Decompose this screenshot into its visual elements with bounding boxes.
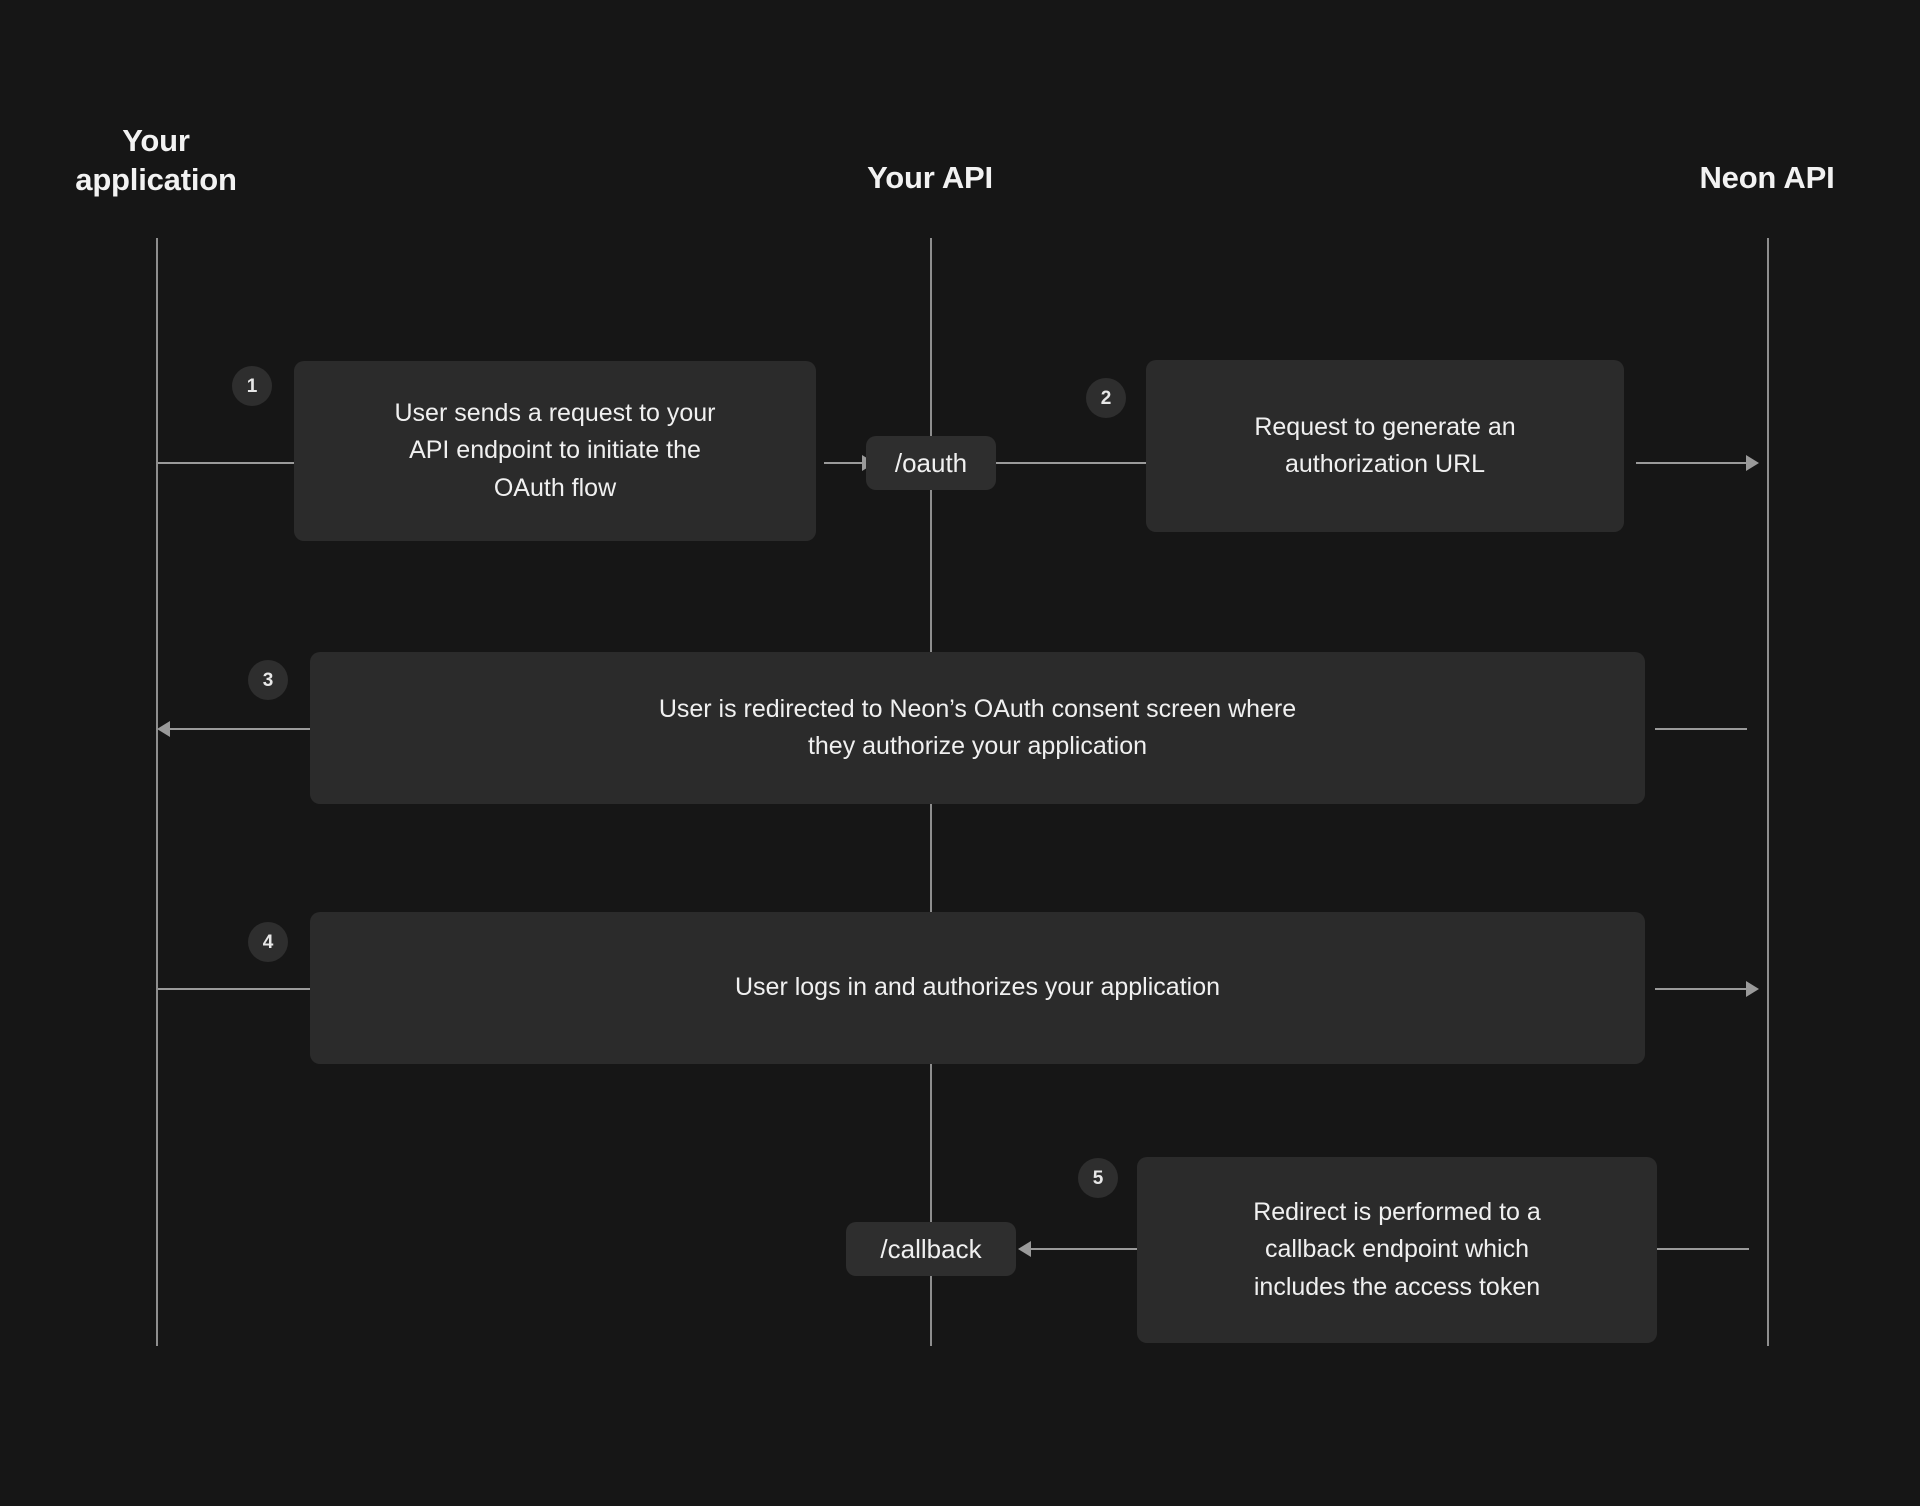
message-box-3: User is redirected to Neon’s OAuth conse… [310,652,1645,804]
lifeline-neon-api [1767,238,1769,1346]
arrowhead-step-3-left [157,721,170,737]
message-box-2: Request to generate an authorization URL [1146,360,1624,532]
message-text-1: User sends a request to your API endpoin… [394,398,716,502]
connector-step-2-right [1636,462,1748,464]
connector-step-2-left [996,462,1146,464]
message-text-5: Redirect is performed to a callback endp… [1253,1197,1541,1301]
lifeline-label-your-api: Your API [867,160,993,195]
connector-step-1-to-oauth [824,462,866,464]
connector-step-4-left [158,988,310,990]
lifeline-label-neon-api: Neon API [1699,160,1835,195]
step-badge-5: 5 [1078,1158,1118,1198]
message-text-4: User logs in and authorizes your applica… [735,973,1220,1002]
connector-step-3-right [1655,728,1747,730]
message-box-5: Redirect is performed to a callback endp… [1137,1157,1657,1343]
step-badge-4: 4 [248,922,288,962]
connector-step-3-left [170,728,310,730]
step-badge-2: 2 [1086,378,1126,418]
lifeline-label-your-application: Your application [75,123,237,197]
connector-step-5-left [1031,1248,1137,1250]
connector-step-4-right [1655,988,1747,990]
step-badge-3: 3 [248,660,288,700]
lifeline-your-application [156,238,158,1346]
connector-step-5-right [1657,1248,1749,1250]
connector-step-1-left [158,462,294,464]
pill-callback-endpoint[interactable]: /callback [846,1222,1016,1276]
message-box-1: User sends a request to your API endpoin… [294,361,816,541]
step-badge-1: 1 [232,366,272,406]
arrowhead-step-4-right [1746,981,1759,997]
message-text-3: User is redirected to Neon’s OAuth conse… [658,694,1297,761]
message-box-4: User logs in and authorizes your applica… [310,912,1645,1064]
pill-oauth-endpoint[interactable]: /oauth [866,436,996,490]
message-text-2: Request to generate an authorization URL [1254,412,1516,479]
arrowhead-step-2-right [1746,455,1759,471]
arrowhead-step-5-left [1018,1241,1031,1257]
